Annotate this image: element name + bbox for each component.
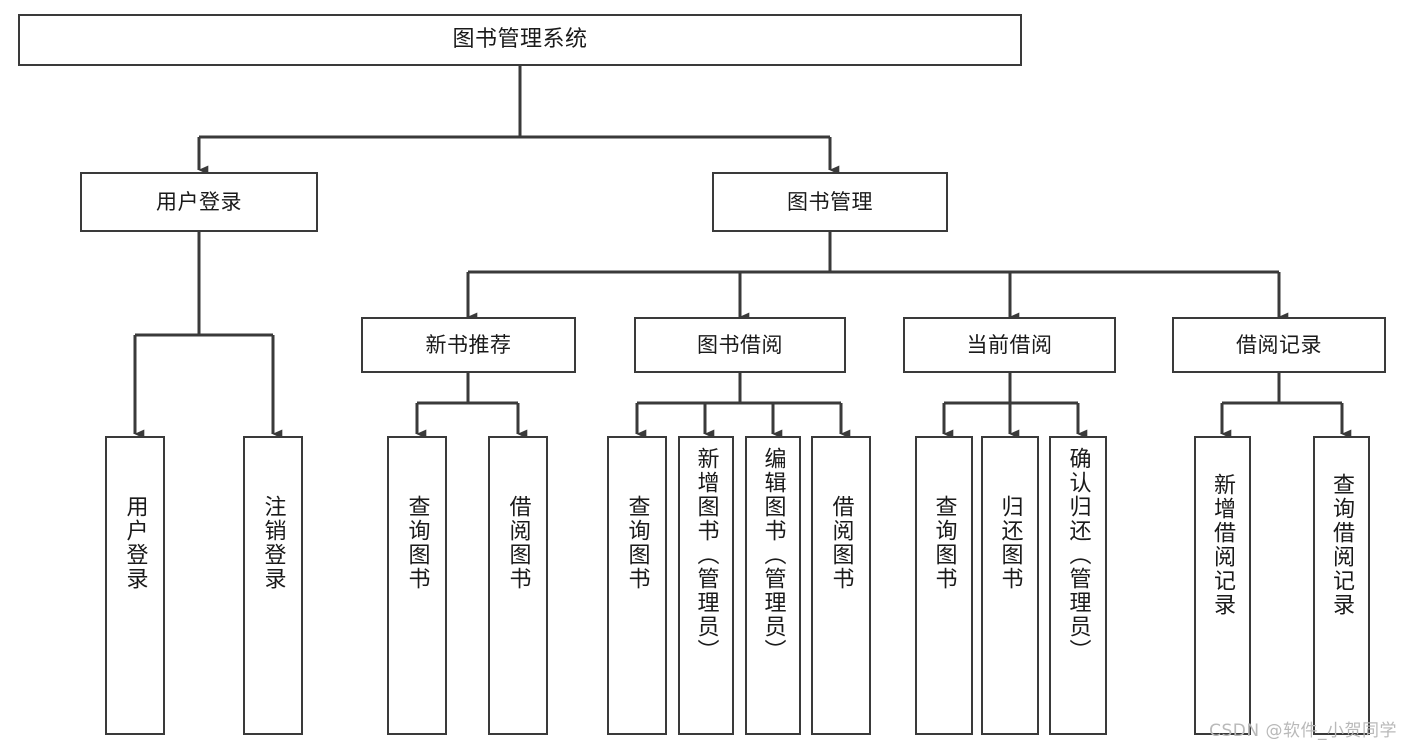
node-leaf-borrow-book-borrow-label: 借阅图书 [828,495,854,591]
node-user-login-label: 用户登录 [156,189,242,214]
node-leaf-add-book-admin-label: 新增图书（管理员） [693,447,719,663]
node-current-borrow[interactable]: 当前借阅 [903,317,1116,373]
node-leaf-borrow-book-newbook[interactable]: 借阅图书 [488,436,548,735]
node-leaf-confirm-return-admin-label: 确认归还（管理员） [1065,447,1091,663]
node-leaf-add-book-admin[interactable]: 新增图书（管理员） [678,436,734,735]
node-leaf-return-book[interactable]: 归还图书 [981,436,1039,735]
node-leaf-query-borrow-record-label: 查询借阅记录 [1329,473,1355,617]
node-user-login[interactable]: 用户登录 [80,172,318,232]
node-leaf-return-book-label: 归还图书 [997,495,1023,591]
node-leaf-query-book-current[interactable]: 查询图书 [915,436,973,735]
node-current-borrow-label: 当前借阅 [966,332,1053,357]
node-leaf-edit-book-admin-label: 编辑图书（管理员） [760,447,786,663]
node-book-borrow-label: 图书借阅 [697,332,783,357]
node-leaf-query-book-borrow[interactable]: 查询图书 [607,436,667,735]
node-leaf-query-borrow-record[interactable]: 查询借阅记录 [1313,436,1370,735]
node-book-management[interactable]: 图书管理 [712,172,948,232]
node-leaf-add-borrow-record-label: 新增借阅记录 [1210,473,1236,617]
node-root-system-label: 图书管理系统 [452,27,588,53]
csdn-watermark: CSDN @软件_小贺同学 [1209,721,1397,741]
node-book-management-label: 图书管理 [787,189,873,214]
node-book-borrow[interactable]: 图书借阅 [634,317,846,373]
node-leaf-borrow-book-borrow[interactable]: 借阅图书 [811,436,871,735]
node-leaf-logout-label: 注销登录 [260,495,286,591]
node-leaf-add-borrow-record[interactable]: 新增借阅记录 [1194,436,1251,735]
node-leaf-edit-book-admin[interactable]: 编辑图书（管理员） [745,436,801,735]
node-leaf-user-login[interactable]: 用户登录 [105,436,165,735]
node-leaf-borrow-book-newbook-label: 借阅图书 [505,495,531,591]
node-leaf-logout[interactable]: 注销登录 [243,436,303,735]
node-root-system[interactable]: 图书管理系统 [18,14,1022,66]
node-leaf-query-book-borrow-label: 查询图书 [624,495,650,591]
node-leaf-query-book-newbook[interactable]: 查询图书 [387,436,447,735]
node-new-book-recommend-label: 新书推荐 [425,332,512,357]
node-leaf-confirm-return-admin[interactable]: 确认归还（管理员） [1049,436,1107,735]
node-borrow-record[interactable]: 借阅记录 [1172,317,1386,373]
node-leaf-query-book-newbook-label: 查询图书 [404,495,430,591]
node-leaf-query-book-current-label: 查询图书 [931,495,957,591]
node-borrow-record-label: 借阅记录 [1236,332,1322,357]
node-leaf-user-login-label: 用户登录 [122,495,148,591]
node-new-book-recommend[interactable]: 新书推荐 [361,317,576,373]
